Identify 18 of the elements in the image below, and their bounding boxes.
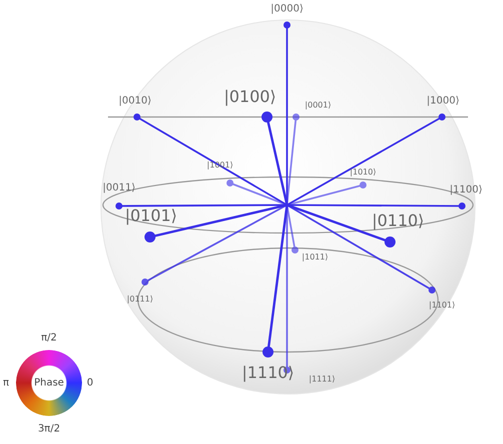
phase-tick-label: 3π/2 xyxy=(38,424,60,434)
state-label: |1110⟩ xyxy=(240,363,296,383)
state-label: |0100⟩ xyxy=(222,87,278,107)
state-label: |1011⟩ xyxy=(300,252,330,264)
state-label: |1010⟩ xyxy=(348,168,378,178)
phase-tick-label: 0 xyxy=(86,378,94,388)
state-label: |0101⟩ xyxy=(122,206,180,226)
state-label: |0001⟩ xyxy=(302,100,334,112)
phase-tick-label: π xyxy=(2,378,10,388)
state-label: |0010⟩ xyxy=(116,94,154,108)
state-label: |0110⟩ xyxy=(370,211,426,231)
state-label: |1000⟩ xyxy=(424,94,462,108)
state-label: |1100⟩ xyxy=(448,184,484,196)
phase-title: Phase xyxy=(34,378,64,388)
state-label: |1111⟩ xyxy=(306,374,338,386)
phase-tick-label: π/2 xyxy=(41,332,57,344)
state-label: |0011⟩ xyxy=(100,182,138,194)
state-label: |0000⟩ xyxy=(268,2,306,16)
